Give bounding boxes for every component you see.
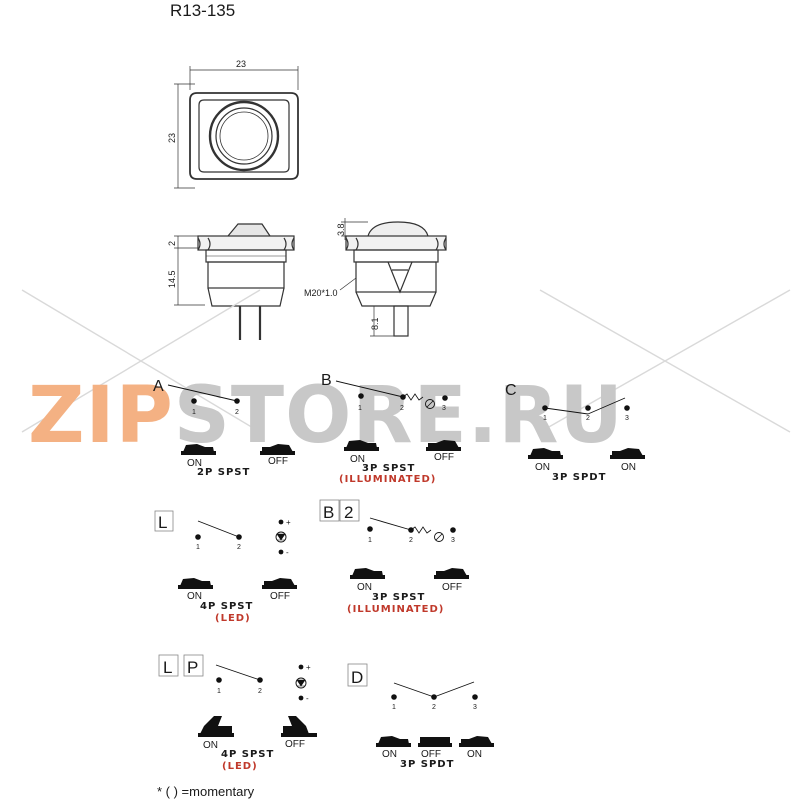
momentary-rocker-on-icon: [198, 716, 234, 737]
circuit-c-pin2: 2: [586, 415, 590, 422]
circuit-b2: B 2 1 2 3 ON OFF 3P SPST (ILLUMINATED): [319, 499, 469, 615]
circuit-a-off: OFF: [268, 456, 288, 467]
led-icon: [295, 664, 307, 701]
circuit-d: D 1 2 3 ON OFF ON 3P SPDT: [347, 663, 494, 770]
circuit-c-on-right: ON: [621, 462, 636, 473]
circuit-d-state1: ON: [382, 749, 397, 760]
circuit-a-on: ON: [187, 458, 202, 469]
circuit-b2-type: 3P SPST: [372, 592, 425, 603]
circuit-c-type: 3P SPDT: [552, 472, 606, 483]
circuit-b2-code2: 2: [344, 503, 353, 522]
circuit-b-note: (ILLUMINATED): [339, 474, 436, 485]
circuit-b2-pin1: 1: [368, 537, 372, 544]
circuit-l-code: L: [158, 513, 167, 532]
rocker-on-icon: [178, 578, 213, 589]
circuit-lp-on: ON: [203, 740, 218, 751]
rocker-on-icon: [376, 736, 411, 747]
circuit-lp-minus: -: [306, 694, 309, 703]
circuit-l-pin2: 2: [237, 544, 241, 551]
circuit-b2-on: ON: [357, 582, 372, 593]
height-dimension: 23: [167, 133, 177, 143]
circuit-l-minus: -: [286, 548, 289, 557]
circuit-b: B 1 2 3 ON OFF 3P SPST (ILLUMINATED): [321, 372, 461, 485]
circuit-l-pin1: 1: [196, 544, 200, 551]
circuit-d-pin3: 3: [473, 704, 477, 711]
watermark: ZIPSTORE.RU: [28, 371, 624, 461]
circuit-b-on: ON: [350, 454, 365, 465]
circuit-l-on: ON: [187, 591, 202, 602]
circuit-d-pin1: 1: [392, 704, 396, 711]
circuit-lp-off: OFF: [285, 739, 305, 750]
side-view-drawing: [174, 223, 295, 340]
circuit-a: A 1 2 ON OFF 2P SPST: [153, 378, 295, 478]
circuit-lp: L P 1 2 + - ON OFF 4P SPST (LED): [158, 654, 317, 772]
circuit-lp-note: (LED): [222, 761, 258, 772]
circuit-d-type: 3P SPDT: [400, 759, 454, 770]
led-icon: [275, 519, 287, 555]
circuit-a-code: A: [153, 378, 164, 395]
watermark-store: STORE.RU: [174, 371, 624, 461]
rocker-off-icon: [434, 568, 469, 579]
circuit-l-off: OFF: [270, 591, 290, 602]
circuit-c-pin3: 3: [625, 415, 629, 422]
cap-dimension: 2: [167, 241, 177, 246]
circuit-c: C 1 2 3 ON ON 3P SPDT: [505, 382, 645, 483]
circuit-c-on-left: ON: [535, 462, 550, 473]
circuit-b-off: OFF: [434, 452, 454, 463]
circuit-a-pin2: 2: [235, 409, 239, 416]
circuit-lp-plus: +: [306, 663, 311, 672]
circuit-l-note: (LED): [215, 613, 251, 624]
lens-dimension: 3.8: [336, 223, 346, 236]
circuit-d-pin2: 2: [432, 704, 436, 711]
circuit-l: L 1 2 + - ON OFF 4P SPST (LED): [154, 510, 297, 624]
circuit-b-code: B: [321, 372, 332, 389]
circuit-lp-type: 4P SPST: [221, 749, 274, 760]
circuit-b-pin2: 2: [400, 405, 404, 412]
circuit-b2-off: OFF: [442, 582, 462, 593]
circuit-b-type: 3P SPST: [362, 463, 415, 474]
footnote: * ( ) =momentary: [157, 784, 255, 799]
circuit-a-type: 2P SPST: [197, 467, 250, 478]
terminal-dimension: 8.1: [370, 317, 380, 330]
rocker-off-icon: [281, 716, 317, 737]
circuit-b2-code: B: [323, 503, 334, 522]
circuit-a-pin1: 1: [192, 409, 196, 416]
circuit-lp-pin2: 2: [258, 688, 262, 695]
circuit-c-pin1: 1: [543, 415, 547, 422]
circuit-l-type: 4P SPST: [200, 601, 253, 612]
circuit-lp-pin1: 1: [217, 688, 221, 695]
thread-dimension: M20*1.0: [304, 288, 338, 298]
rocker-on-icon: [350, 568, 385, 579]
circuit-b2-note: (ILLUMINATED): [347, 604, 444, 615]
circuit-lp-code: L: [163, 658, 172, 677]
circuit-d-state2: OFF: [421, 749, 441, 760]
part-number: R13-135: [170, 1, 235, 20]
body-dimension: 14.5: [167, 270, 177, 288]
circuit-d-state3: ON: [467, 749, 482, 760]
rocker-off-center-icon: [418, 737, 452, 747]
rocker-off-icon: [262, 578, 297, 589]
circuit-b-pin1: 1: [358, 405, 362, 412]
rocker-on-icon: [459, 736, 494, 747]
circuit-l-plus: +: [286, 518, 291, 527]
circuit-b2-pin3: 3: [451, 537, 455, 544]
front-view-drawing: [339, 218, 447, 337]
top-view-drawing: [174, 66, 299, 189]
width-dimension: 23: [236, 59, 246, 69]
circuit-b2-pin2: 2: [409, 537, 413, 544]
watermark-lines: [21, 289, 791, 433]
circuit-c-code: C: [505, 382, 517, 399]
circuit-lp-code2: P: [187, 658, 198, 677]
watermark-zip: ZIP: [28, 371, 174, 461]
circuit-d-code: D: [351, 668, 363, 687]
circuit-b-pin3: 3: [442, 405, 446, 412]
